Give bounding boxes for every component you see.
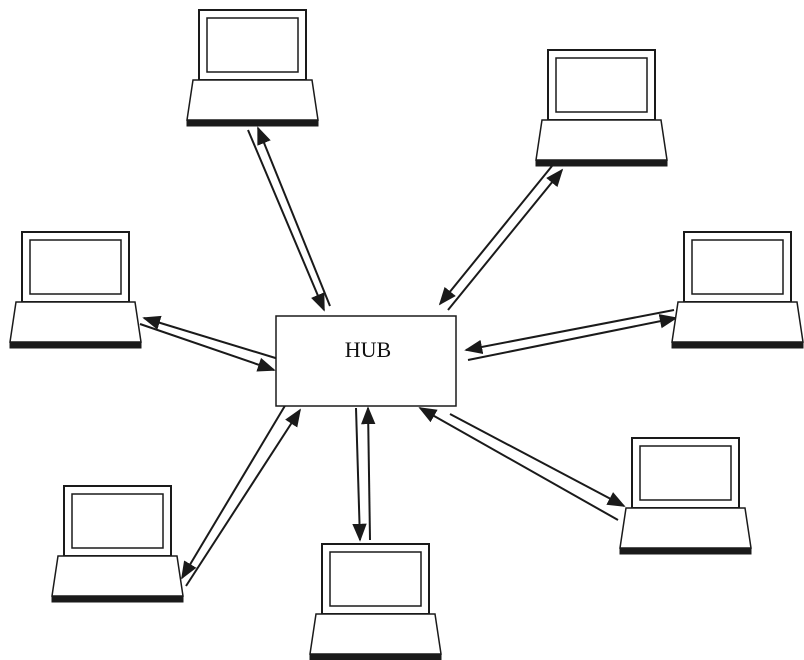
laptop-display [29,239,122,295]
laptop-right [671,231,804,349]
laptop-icon [309,543,442,660]
laptop-icon [186,9,319,127]
laptop-base [309,613,442,655]
link-hub-bottom [352,406,376,542]
arrow-to-hub [352,407,367,542]
link-hub-top-right [438,165,564,311]
arrow-from-hub [449,413,626,507]
laptop-display [639,445,732,501]
laptop-icon [671,231,804,349]
laptop-base [619,507,752,549]
laptop-base-edge [9,341,142,349]
arrow-to-hub [438,165,553,306]
laptop-base-edge [535,159,668,167]
laptop-base-edge [186,119,319,127]
laptop-display [71,493,164,549]
laptop-base [186,79,319,121]
laptop-base [671,301,804,343]
arrow-from-hub [447,168,564,311]
laptop-top [186,9,319,127]
laptops-layer [9,9,804,660]
laptop-icon [9,231,142,349]
links-layer [139,126,678,587]
arrow-from-hub [257,126,331,307]
laptop-base-edge [619,547,752,555]
laptop-icon [51,485,184,603]
laptop-base-edge [671,341,804,349]
hub: HUB [275,315,457,407]
link-hub-left [139,315,283,372]
laptop-bottom-right [619,437,752,555]
laptop-left [9,231,142,349]
link-hub-bottom-left [181,403,301,587]
arrow-to-hub [464,309,675,355]
arrow-from-hub [361,406,376,541]
arrow-to-hub [139,323,276,372]
laptop-icon [619,437,752,555]
laptop-display [691,239,784,295]
laptop-display [206,17,299,73]
arrow-from-hub [142,315,283,361]
link-hub-top [247,126,331,312]
laptop-bottom-left [51,485,184,603]
laptop-base-edge [309,653,442,660]
arrow-to-hub [181,403,287,580]
laptop-base [535,119,668,161]
arrow-from-hub [467,314,678,361]
laptop-base [9,301,142,343]
arrow-to-hub [247,129,325,312]
link-hub-bottom-right [418,407,626,521]
hub-label: HUB [345,337,391,362]
hub-box [275,315,457,407]
link-hub-right [464,309,678,361]
laptop-icon [535,49,668,167]
laptop-bottom [309,543,442,660]
laptop-base [51,555,184,597]
laptop-display [329,551,422,607]
laptop-base-edge [51,595,184,603]
arrow-from-hub [185,408,301,587]
arrow-to-hub [418,407,619,521]
laptop-top-right [535,49,668,167]
laptop-display [555,57,648,113]
